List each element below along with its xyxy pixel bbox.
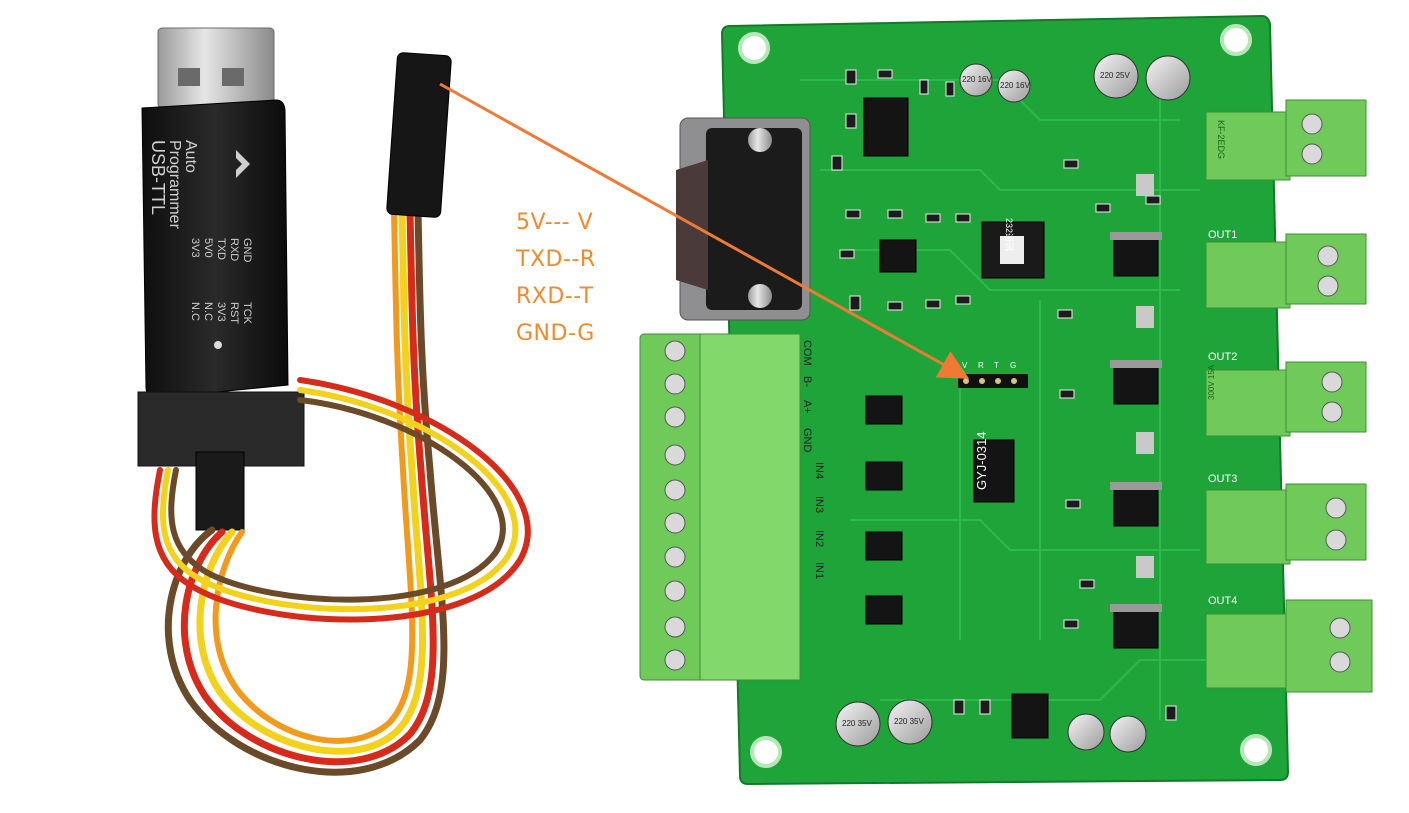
header-label-r: R — [978, 361, 984, 370]
pin-label-gnd: GND — [241, 238, 253, 263]
header-label-g: G — [1010, 361, 1016, 370]
mount-hole — [1240, 734, 1272, 766]
connection-arrow — [439, 82, 970, 379]
pin-label-5v0: 5V0 — [202, 238, 214, 258]
pin-label-rxd: RXD — [228, 238, 240, 261]
output-label-2: OUT2 — [1208, 351, 1237, 363]
adapter-brand-usb-ttl: USB-TTL — [148, 140, 168, 215]
output-terminal-3: OUT3 — [1205, 473, 1367, 565]
ic-chip — [879, 239, 917, 273]
led-indicator — [214, 341, 222, 349]
usb-ttl-adapter: Auto Programmer USB-TTL GND RXD TXD 5V0 … — [137, 27, 305, 531]
capacitors: 220 16V 220 16V 220 25V 220 35V 220 35V — [835, 53, 1191, 753]
pin-label-txd: TXD — [215, 238, 227, 260]
pin-label-3v3: 3V3 — [189, 238, 201, 258]
mount-hole — [738, 32, 770, 64]
switch-label-232: 232通讯 — [1004, 218, 1014, 251]
dupont-connector — [386, 52, 452, 218]
uart-header: V R T G — [958, 361, 1028, 388]
optocoupler — [865, 395, 903, 425]
annotation-line-rxd: RXD--T — [516, 284, 594, 309]
db9-connector — [676, 117, 811, 321]
mosfet — [1113, 607, 1159, 649]
cap-label: 220 16V — [1000, 81, 1030, 90]
terminal-label-gnd: GND — [801, 428, 813, 453]
relay-control-board: 232通讯 V R T G GYJ-0314 — [639, 14, 1373, 786]
cap-label: 220 16V — [962, 75, 992, 84]
comm-switch: 232通讯 — [981, 218, 1045, 279]
cap-label: 220 25V — [1100, 71, 1130, 80]
output-terminal-2: OUT2 300V 15A — [1205, 351, 1367, 437]
adapter-logo — [236, 150, 250, 178]
pin-label-3v3-right: 3V3 — [215, 302, 227, 322]
terminal-label-com: COM — [801, 340, 813, 366]
header-label-v: V — [962, 361, 968, 370]
cap-label: 220 35V — [842, 719, 872, 728]
terminal-label-in1: IN1 — [813, 562, 825, 579]
terminal-part-label: KF-2EDG — [1216, 120, 1226, 159]
output-terminals: KF-2EDG OUT1 OUT2 300V 15A — [1205, 99, 1373, 693]
ic-chip — [973, 439, 1015, 503]
pin-label-rst: RST — [228, 302, 240, 324]
pin-label-tck: TCK — [241, 302, 253, 325]
usb-plug — [157, 27, 275, 109]
optocoupler — [865, 461, 903, 491]
pin-label-nc-1: N.C — [202, 302, 214, 321]
ic-chip — [863, 97, 909, 157]
regulator — [1011, 693, 1049, 739]
board-id: GYJ-0314 — [974, 431, 989, 490]
pcb-outline — [720, 14, 1290, 786]
adapter-brand-auto: Auto — [182, 140, 199, 173]
pinout-annotation: 5V--- V TXD--R RXD--T GND-G — [516, 204, 646, 352]
adapter-brand-programmer: Programmer — [166, 140, 183, 230]
output-label-1: OUT1 — [1208, 229, 1237, 241]
terminal-label-in2: IN2 — [813, 530, 825, 547]
pin-label-nc-2: N.C — [189, 302, 201, 321]
optocoupler — [865, 595, 903, 625]
mosfet — [1113, 363, 1159, 405]
terminal-label-in4: IN4 — [813, 462, 825, 479]
output-terminal-top: KF-2EDG — [1205, 99, 1367, 181]
mosfet — [1113, 485, 1159, 527]
input-terminal-block: COM B- A+ GND IN4 IN3 IN2 IN1 — [639, 333, 825, 681]
output-label-3: OUT3 — [1208, 473, 1237, 485]
mount-hole — [750, 736, 782, 768]
annotation-line-5v: 5V--- V — [516, 210, 594, 235]
header-label-t: T — [994, 361, 999, 370]
terminal-label-a: A+ — [801, 400, 813, 414]
terminal-label-b: B- — [801, 376, 813, 387]
output-terminal-4: OUT4 — [1205, 595, 1373, 693]
annotation-line-txd: TXD--R — [516, 247, 596, 272]
output-label-4: OUT4 — [1208, 595, 1237, 607]
terminal-label-in3: IN3 — [813, 496, 825, 513]
cap-label: 220 35V — [894, 717, 924, 726]
terminal-spec-label: 300V 15A — [1207, 364, 1216, 400]
jumper-wires — [151, 52, 531, 776]
annotation-line-gnd: GND-G — [516, 321, 595, 346]
mount-hole — [1220, 24, 1252, 56]
optocoupler — [865, 531, 903, 561]
output-terminal-1: OUT1 — [1205, 229, 1367, 309]
mosfet — [1113, 235, 1159, 277]
